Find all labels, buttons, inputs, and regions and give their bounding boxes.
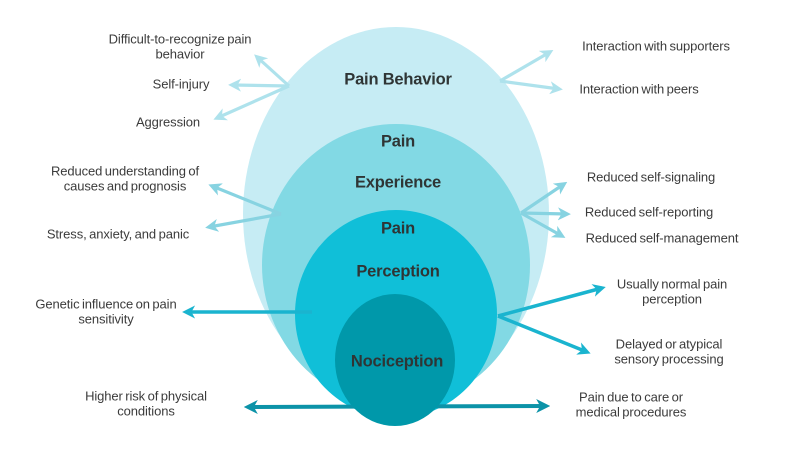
arrow-usually-normal [497, 284, 606, 318]
label-genetic-influence: Genetic influence on pain sensitivity [35, 296, 177, 326]
ring-label-nociception: Nociception [350, 352, 444, 371]
arrow-aggression [213, 84, 290, 121]
label-interaction-supporters: Interaction with supporters [582, 38, 730, 54]
arrows-level1 [213, 50, 563, 121]
arrows-level2 [205, 181, 571, 238]
arrow-difficult-to-recognize [254, 54, 291, 88]
ring-label-pain-behavior: Pain Behavior [344, 70, 452, 89]
ring-nociception [335, 294, 455, 426]
label-reduced-understanding: Reduced understanding of causes and prog… [50, 163, 200, 193]
label-delayed-atypical: Delayed or atypical sensory processing [614, 336, 724, 366]
arrow-interaction-supporters [499, 50, 554, 83]
label-difficult-to-recognize: Difficult-to-recognize pain behavior [108, 31, 252, 61]
arrow-reduced-self-signaling [520, 181, 568, 215]
label-aggression: Aggression [135, 114, 201, 130]
label-reduced-self-reporting: Reduced self-reporting [584, 204, 714, 220]
arrow-interaction-peers [499, 79, 563, 95]
label-reduced-self-signaling: Reduced self-signaling [586, 169, 716, 185]
label-stress-anxiety: Stress, anxiety, and panic [46, 226, 190, 242]
arrows-level3 [182, 284, 606, 355]
label-pain-due-to-care: Pain due to care or medical procedures [575, 389, 687, 419]
label-reduced-self-management: Reduced self-management [585, 230, 739, 246]
label-higher-risk: Higher risk of physical conditions [85, 388, 207, 418]
arrow-reduced-self-management [520, 211, 566, 238]
arrow-reduced-understanding [208, 183, 282, 216]
arrow-reduced-self-reporting [520, 207, 571, 221]
label-self-injury: Self-injury [152, 76, 210, 92]
arrow-stress-anxiety [205, 212, 282, 232]
ring-label-pain-experience-line2: Experience [354, 173, 442, 192]
ring-label-pain-perception-line1: Pain [380, 219, 416, 238]
label-usually-normal: Usually normal pain perception [616, 276, 728, 306]
arrow-self-injury [228, 78, 290, 92]
arrow-delayed-atypical [497, 314, 591, 355]
ring-label-pain-perception-line2: Perception [356, 262, 440, 281]
label-interaction-peers: Interaction with peers [579, 81, 699, 97]
ring-label-pain-experience-line1: Pain [380, 132, 416, 151]
